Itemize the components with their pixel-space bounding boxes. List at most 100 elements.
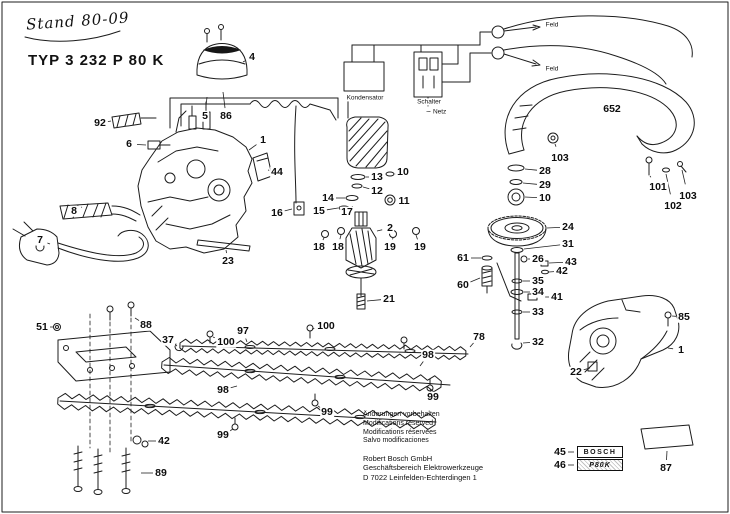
part-callout-13: 13 <box>370 170 384 183</box>
bottom-screws <box>73 435 149 495</box>
part-callout-14: 14 <box>321 191 335 204</box>
bosch-logo-text: BOSCH <box>583 448 617 456</box>
spare-label-frame <box>640 424 694 450</box>
part-callout-8: 8 <box>70 204 78 217</box>
part-callout-42: 42 <box>157 434 171 447</box>
part-callout-19: 19 <box>413 240 427 253</box>
handle-screws <box>645 156 687 176</box>
loop-handle <box>504 73 695 155</box>
part-callout-4: 4 <box>248 50 256 63</box>
part-callout-12: 12 <box>370 184 384 197</box>
gear-housing <box>568 295 680 388</box>
part-callout-35: 35 <box>531 274 545 287</box>
field-label-bottom: Feld <box>544 65 560 73</box>
motor-housing <box>137 110 253 254</box>
tension-bolt <box>481 255 493 294</box>
part-callout-28: 28 <box>538 164 552 177</box>
part-callout-46: 46 <box>553 458 567 471</box>
part-callout-10: 10 <box>538 191 552 204</box>
plate-screws <box>53 301 184 352</box>
part-callout-101: 101 <box>648 180 668 193</box>
part-callout-98: 98 <box>216 383 230 396</box>
part-callout-97: 97 <box>236 324 250 337</box>
part-callout-16: 16 <box>270 206 284 219</box>
address-block-line: D 7022 Leinfelden-Echterdingen 1 <box>363 472 477 482</box>
part-callout-26: 26 <box>531 252 545 265</box>
assembly-axes <box>89 313 132 453</box>
notes-block-line: Salvo modificaciones <box>363 437 429 445</box>
part-callout-99: 99 <box>320 405 334 418</box>
part-callout-1: 1 <box>259 133 267 146</box>
part-callout-19: 19 <box>383 240 397 253</box>
mains-label: ∼ Netz <box>424 108 448 116</box>
part-callout-89: 89 <box>154 466 168 479</box>
bearing-stack <box>507 164 525 206</box>
part-callout-103: 103 <box>678 189 698 202</box>
cap <box>196 24 248 80</box>
part-callout-44: 44 <box>270 165 284 178</box>
blade-assembly <box>57 338 469 430</box>
armature <box>345 211 377 310</box>
condenser-label: Kondensator <box>345 94 385 102</box>
part-callout-22: 22 <box>569 365 583 378</box>
switch-label: Schalter <box>416 98 442 106</box>
part-callout-85: 85 <box>677 310 691 323</box>
field-coils <box>479 15 693 85</box>
p80k-logo-box: P80K <box>577 459 623 471</box>
gear-wheel <box>487 215 547 247</box>
part-callout-18: 18 <box>312 240 326 253</box>
part-callout-2: 2 <box>386 221 394 234</box>
part-callout-43: 43 <box>564 255 578 268</box>
notes-block-line: Modifications réservées <box>363 428 437 436</box>
condenser-box <box>343 44 481 92</box>
part-callout-15: 15 <box>312 204 326 217</box>
part-callout-24: 24 <box>561 220 575 233</box>
part-callout-92: 92 <box>93 116 107 129</box>
part-callout-102: 102 <box>663 199 683 212</box>
part-callout-31: 31 <box>561 237 575 250</box>
part-callout-5: 5 <box>201 109 209 122</box>
part-callout-7: 7 <box>36 233 44 246</box>
part-callout-34: 34 <box>531 285 545 298</box>
part-callout-29: 29 <box>538 178 552 191</box>
field-label-top: Feld <box>544 21 560 29</box>
part-callout-99: 99 <box>426 390 440 403</box>
drive-lever <box>496 262 522 302</box>
part-callout-32: 32 <box>531 335 545 348</box>
part-callout-88: 88 <box>139 318 153 331</box>
part-callout-45: 45 <box>553 445 567 458</box>
stator <box>346 116 389 169</box>
part-callout-86: 86 <box>219 109 233 122</box>
part-callout-103: 103 <box>550 151 570 164</box>
cable-connector <box>111 112 157 129</box>
guide-rod <box>196 239 251 252</box>
part-callout-6: 6 <box>125 137 133 150</box>
part-callout-100: 100 <box>316 319 336 332</box>
part-callout-21: 21 <box>382 292 396 305</box>
bosch-logo-box: BOSCH <box>577 446 623 458</box>
part-callout-60: 60 <box>456 278 470 291</box>
part-callout-10: 10 <box>396 165 410 178</box>
bottom-blade <box>57 392 436 430</box>
notes-block-line: Modifications reserved <box>363 419 434 427</box>
part-callout-23: 23 <box>221 254 235 267</box>
part-callout-51: 51 <box>35 320 49 333</box>
middle-blade <box>161 357 442 393</box>
part-callout-61: 61 <box>456 251 470 264</box>
part-callout-17: 17 <box>340 205 354 218</box>
part-callout-98: 98 <box>421 348 435 361</box>
part-callout-1: 1 <box>677 343 685 356</box>
washers-and-brush-holder <box>293 171 396 216</box>
type-title: TYP 3 232 P 80 K <box>28 52 165 69</box>
p80k-logo-text: P80K <box>589 461 611 469</box>
part-callout-33: 33 <box>531 305 545 318</box>
part-callout-87: 87 <box>659 461 673 474</box>
terminal-lug <box>147 140 171 150</box>
part-callout-18: 18 <box>331 240 345 253</box>
part-callout-78: 78 <box>472 330 486 343</box>
